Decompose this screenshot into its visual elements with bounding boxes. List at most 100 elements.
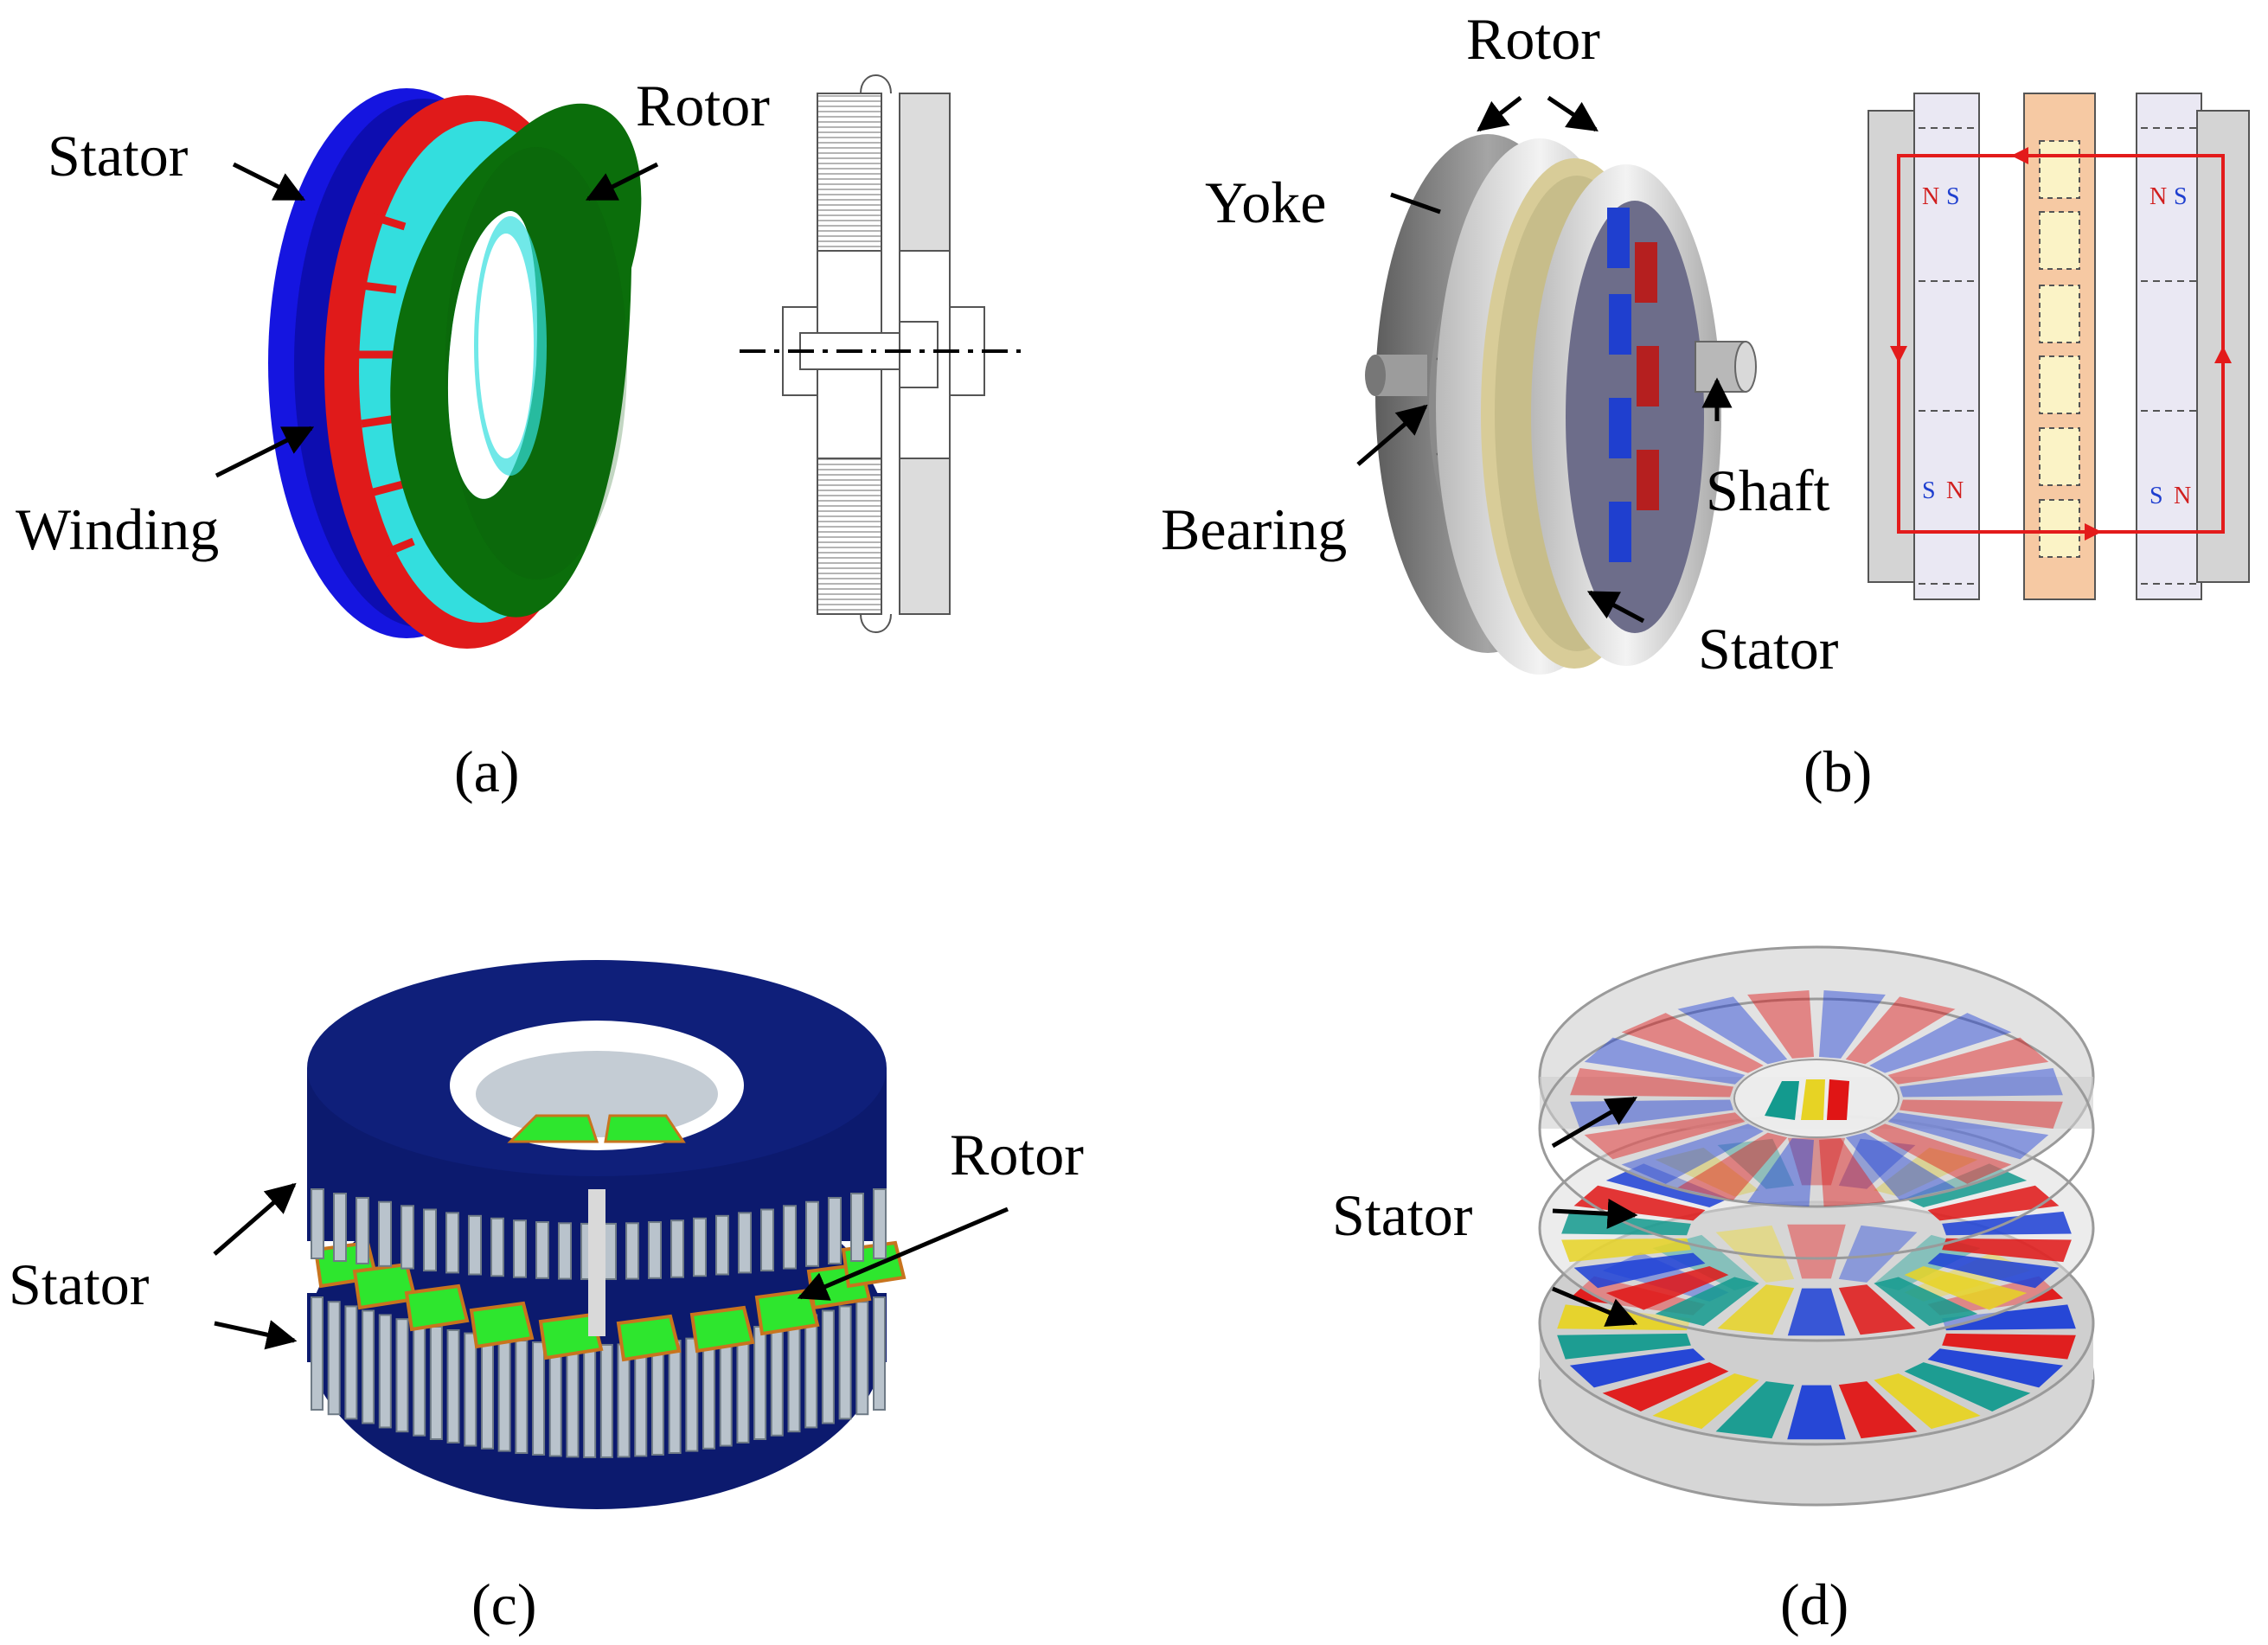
caption-c: (c) [471, 1571, 536, 1637]
stator-coil-bottom [1927, 1348, 2064, 1388]
pole-n-right-bottom: N [2174, 483, 2191, 509]
stator-tooth-upper [356, 1196, 369, 1264]
stator-tooth-lower [566, 1343, 580, 1458]
pole-n-right-top: N [2149, 183, 2167, 210]
stator-coil-bottom [1715, 1381, 1795, 1439]
stator-tooth-upper [558, 1222, 572, 1280]
stator-tooth-lower [515, 1340, 529, 1455]
stator-coil-middle [1573, 1185, 1706, 1221]
stator-tooth-upper [738, 1212, 752, 1274]
stator-tooth-upper [670, 1219, 684, 1278]
stator-tooth-lower [753, 1325, 767, 1440]
stator-coil-middle [1717, 1284, 1795, 1335]
stator-tooth-lower [429, 1325, 443, 1440]
stator-tooth-lower [702, 1335, 716, 1450]
rotor-pole-top [1584, 1112, 1746, 1160]
stator-coil-bottom [1787, 1385, 1846, 1440]
stator-coil-bottom [1602, 1362, 1729, 1411]
stator-tooth-upper [828, 1196, 842, 1264]
stator-coil-middle [1787, 1288, 1846, 1336]
stator-tooth-lower [344, 1305, 358, 1420]
stator-tooth-lower [685, 1337, 699, 1452]
rotor-magnet [469, 1301, 535, 1349]
label-bearing-b: Bearing [1161, 496, 1347, 562]
rotor-pole-top [1887, 1037, 2049, 1085]
stator-coil-bottom [1557, 1333, 1691, 1360]
stator-tooth-lower [787, 1318, 801, 1433]
stator-tooth-lower [668, 1340, 682, 1455]
panel-b-3d-model [1365, 134, 1757, 675]
stator-tooth-upper [760, 1208, 774, 1272]
rotor-pole-top [1818, 990, 1886, 1059]
panel-c: Stator Rotor (c) [9, 960, 1084, 1637]
rotor-pole-top [1677, 996, 1788, 1065]
pole-s-left-bottom: S [1922, 477, 1936, 504]
pole-n-left-top: N [1922, 183, 1939, 210]
stator-coil-middle [1942, 1238, 2072, 1263]
rotor-disc-b-right [2136, 93, 2202, 600]
stator-tooth-lower [446, 1328, 460, 1443]
rotor-magnet [538, 1312, 604, 1360]
label-rotor-b: Rotor [1466, 6, 1600, 72]
rotor-pole-top [1818, 1138, 1886, 1207]
stator-coil-bottom [1942, 1333, 2076, 1360]
panel-b-flux-diagram: N S N S S N S N [1868, 93, 2250, 600]
label-stator-b: Stator [1698, 616, 1839, 682]
stator-tooth-lower [821, 1309, 835, 1424]
stator-coil-bottom [1838, 1381, 1918, 1439]
stator-tooth-upper [333, 1193, 347, 1263]
stator-tooth-lower [311, 1296, 324, 1411]
label-rotor-a: Rotor [636, 73, 770, 138]
stator-tooth-lower [736, 1328, 750, 1443]
rotor-pole-top [1584, 1037, 1746, 1085]
caption-d: (d) [1780, 1571, 1848, 1637]
panel-a-cross-section [740, 74, 1021, 633]
pole-s-left-top: S [1946, 183, 1960, 210]
pole-n-left-bottom: N [1946, 477, 1964, 504]
rotor-magnet [689, 1305, 755, 1354]
label-yoke-b: Yoke [1205, 170, 1326, 235]
stator-tooth-upper [648, 1221, 662, 1279]
stator-tooth-lower [599, 1343, 613, 1458]
stator-tooth-lower [634, 1342, 648, 1457]
stator-coil-middle [1927, 1252, 2060, 1289]
stator-tooth-lower [532, 1341, 546, 1456]
stator-tooth-upper [468, 1214, 482, 1276]
stator-tooth-upper [715, 1214, 729, 1276]
stator-tooth-lower [464, 1332, 477, 1447]
stator-coil-middle [1874, 1277, 1978, 1327]
rotor-pole-top [1747, 990, 1815, 1059]
label-rotor-c: Rotor [950, 1122, 1084, 1187]
stator-coil-middle [1655, 1277, 1759, 1327]
stator-coil-middle [1573, 1252, 1706, 1289]
label-shaft-b: Shaft [1706, 458, 1830, 523]
label-winding-a: Winding [16, 496, 219, 562]
stator-tooth-upper [850, 1193, 864, 1263]
pole-s-right-top: S [2174, 183, 2188, 210]
stator-tooth-lower [497, 1337, 511, 1452]
stator-coil-middle [1927, 1185, 2060, 1221]
label-stator-a: Stator [48, 123, 189, 189]
stator-tooth-upper [378, 1200, 392, 1267]
stator-tooth-lower [378, 1314, 392, 1429]
stator-tooth-lower [804, 1314, 818, 1429]
stator-tooth-lower [395, 1318, 409, 1433]
rotor-pole-top [1869, 1013, 2012, 1073]
stator-tooth-lower [548, 1342, 562, 1457]
panel-c-3d-model [307, 960, 907, 1509]
panel-a-3d-model [268, 88, 642, 649]
rotor-magnet [754, 1288, 820, 1336]
stator-coil-middle [1838, 1284, 1916, 1335]
rotor-disc-b-left [1913, 93, 1980, 600]
stator-tooth-upper [625, 1222, 639, 1280]
stator-tooth-lower [873, 1296, 886, 1411]
stator-coil-bottom [1874, 1373, 1981, 1430]
stator-tooth-upper [693, 1217, 707, 1277]
stator-tooth-upper [513, 1219, 527, 1278]
stator-tooth-lower [362, 1309, 375, 1424]
stator-tooth-upper [490, 1217, 504, 1277]
stator-tooth-upper [783, 1205, 797, 1270]
stator-tooth-lower [327, 1301, 341, 1416]
stator-tooth-lower [770, 1322, 784, 1437]
stator-tooth-upper [400, 1205, 414, 1270]
